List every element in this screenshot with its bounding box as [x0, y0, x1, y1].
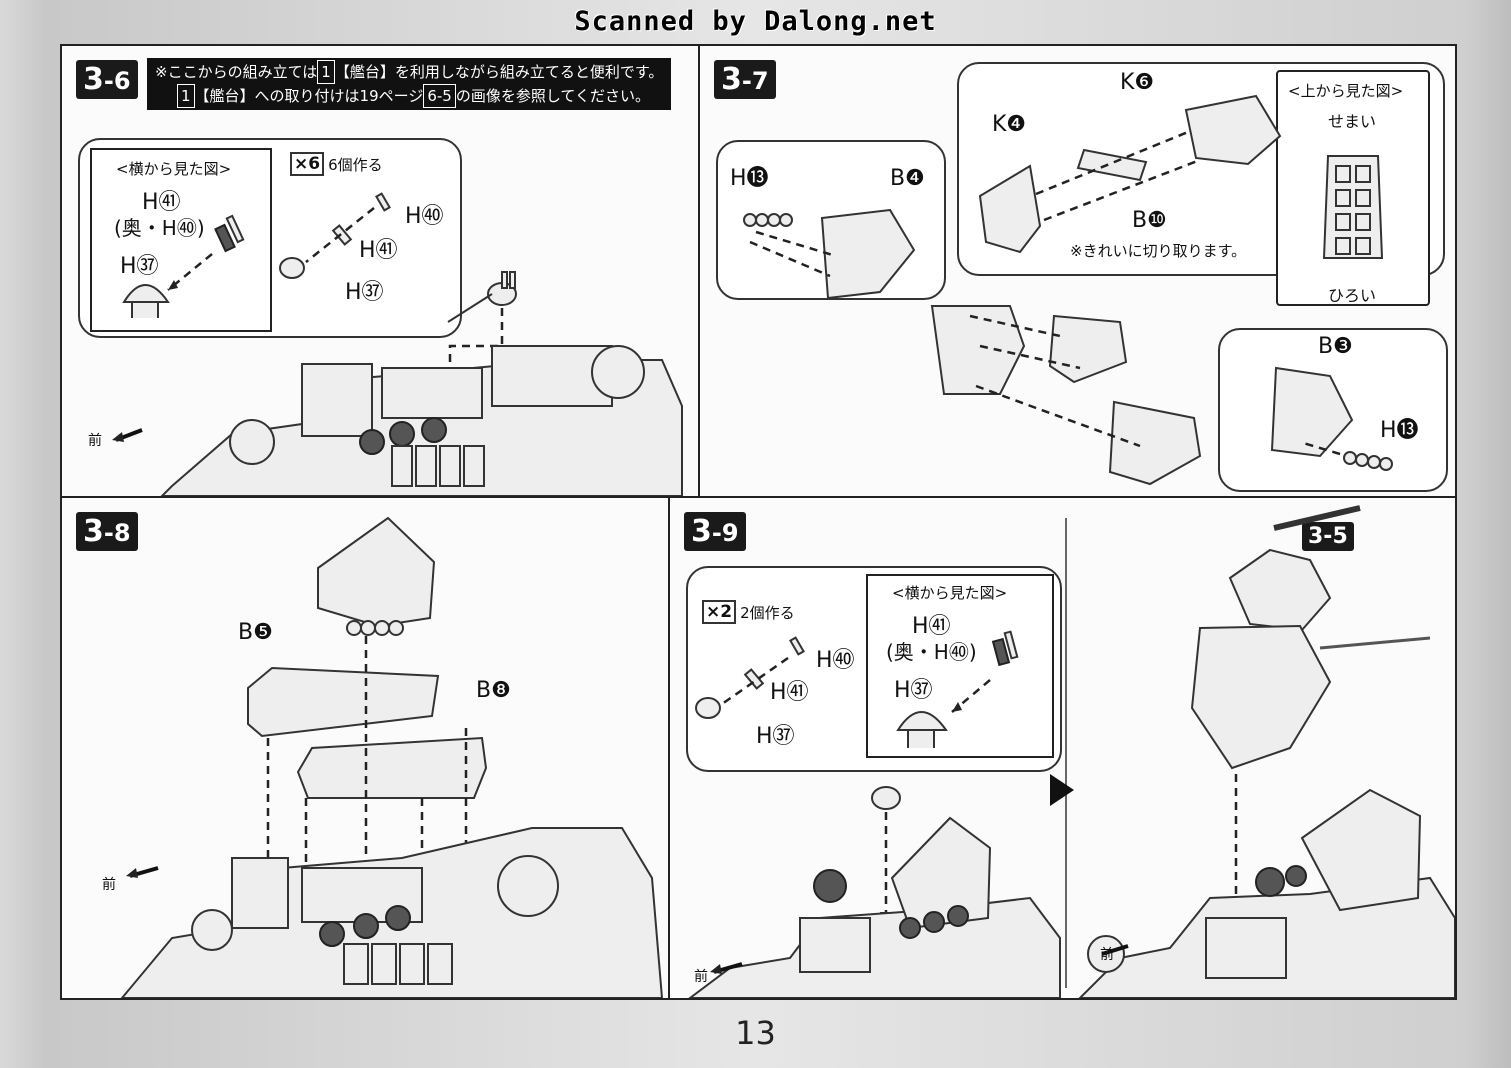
- narrow-label: せまい: [1328, 112, 1377, 131]
- label-k4: K❹: [992, 112, 1027, 137]
- front-label: 前: [694, 969, 708, 985]
- label-h41: H㊶: [142, 190, 181, 215]
- step-3-9-number: 3-9: [684, 512, 746, 551]
- label-h37: H㊲: [120, 254, 159, 279]
- step-3-6-illustration: [112, 192, 683, 496]
- label-h13b: H⓭: [1380, 418, 1419, 443]
- label-h40: H㊵: [405, 204, 444, 229]
- step-3-6-side-view-box: <横から見た図> H㊶ (奥・H㊵) H㊲: [90, 148, 272, 332]
- top-view-title: <上から見た図>: [1288, 82, 1404, 100]
- label-h41: H㊶: [912, 614, 951, 639]
- page-number: 13: [735, 1014, 776, 1052]
- wide-label: ひろい: [1328, 286, 1377, 305]
- step-3-7-illustration: [743, 94, 1393, 486]
- label-h41: H㊶: [770, 680, 809, 705]
- step-3-9-side-view-box: <横から見た図> H㊶ (奥・H㊵) H㊲: [866, 574, 1054, 758]
- label-b3: B❸: [1318, 334, 1353, 359]
- label-b5: B❺: [238, 620, 273, 645]
- label-h40-back: (奥・H㊵): [114, 216, 205, 240]
- step-3-9-divider: [1065, 518, 1067, 988]
- label-h13: H⓭: [730, 166, 769, 191]
- label-h40: H㊵: [816, 648, 855, 673]
- label-b10: B❿: [1132, 208, 1167, 233]
- label-h41: H㊶: [359, 238, 398, 263]
- side-view-title: <横から見た図>: [892, 584, 1008, 602]
- label-b4: B❹: [890, 166, 925, 191]
- top-view-box: <上から見た図> せまい ひろい: [1276, 70, 1430, 306]
- scan-credit: Scanned by Dalong.net: [574, 6, 937, 37]
- label-h37: H㊲: [345, 280, 384, 305]
- label-h40-back: (奥・H㊵): [886, 640, 977, 664]
- front-label: 前: [102, 877, 116, 893]
- label-k6: K❻: [1120, 70, 1155, 95]
- label-h37: H㊲: [756, 724, 795, 749]
- step-3-6-number: 3-6: [76, 60, 138, 99]
- next-arrow-icon: [1050, 774, 1074, 806]
- label-h37: H㊲: [894, 678, 933, 703]
- top-view-diagram: [1322, 155, 1384, 259]
- label-b8: B❽: [476, 678, 511, 703]
- front-label: 前: [1100, 947, 1114, 963]
- side-view-diagram: [122, 214, 245, 318]
- side-view-title: <横から見た図>: [116, 160, 232, 178]
- cut-note: ※きれいに切り取ります。: [1070, 242, 1247, 260]
- side-view-diagram: [896, 630, 1019, 748]
- front-label: 前: [88, 433, 102, 449]
- step-3-7-panel: 3-7 K❻ K❹ B❿ ※きれいに切り取ります。 <上から見た図> せまい ひ…: [700, 46, 1455, 498]
- step-3-7-number: 3-7: [714, 60, 776, 99]
- step-3-8-panel: 3-8 B❺ B❽: [62, 498, 670, 998]
- reference-step-badge: 3-5: [1302, 522, 1354, 551]
- step-3-9-illustration: [688, 505, 1455, 998]
- step-3-8-number: 3-8: [76, 512, 138, 551]
- step-3-8-illustration: [120, 516, 664, 998]
